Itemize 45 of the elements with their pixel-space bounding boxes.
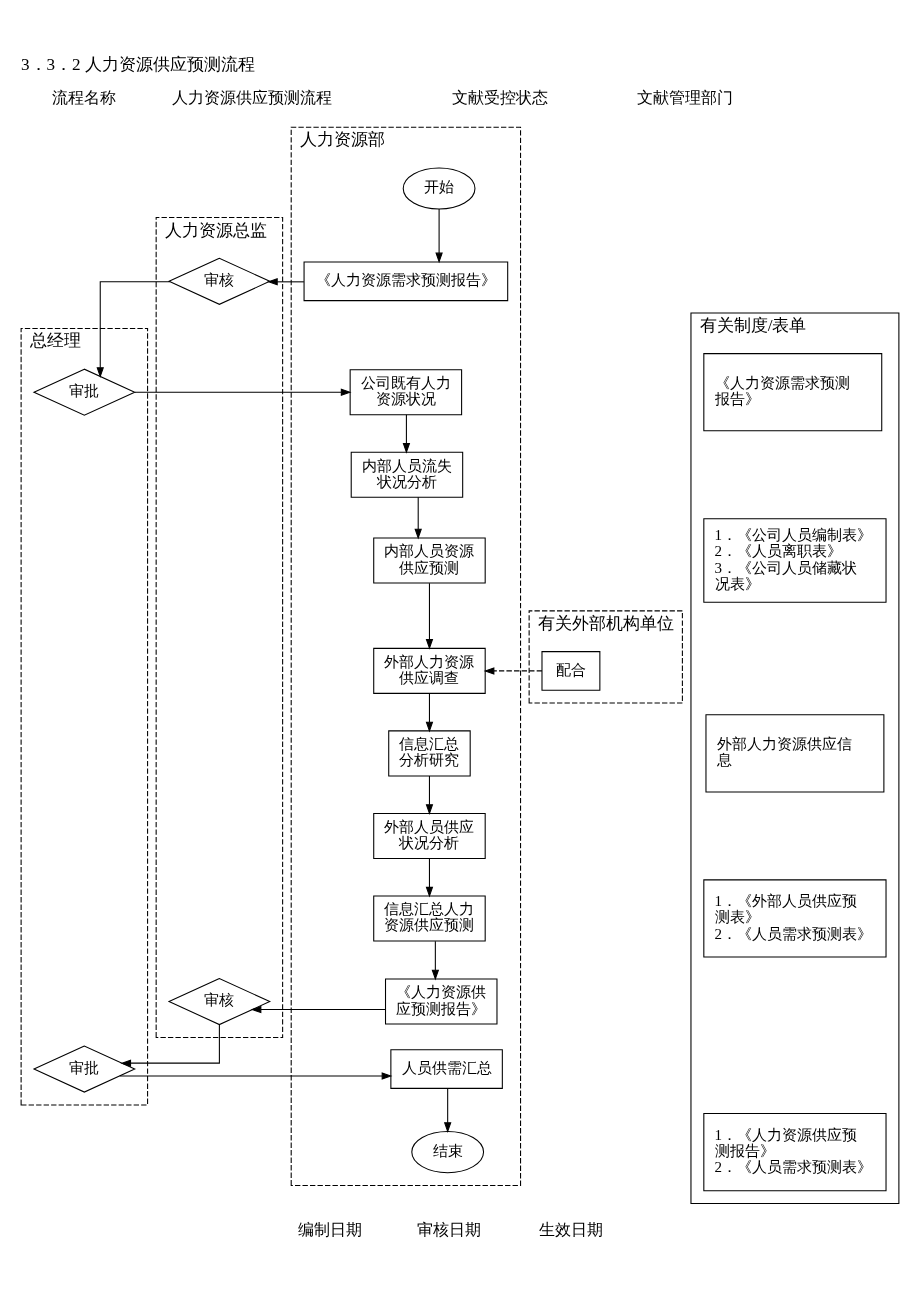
- diagram-title: 3．3．2 人力资源供应预测流程: [20, 54, 255, 74]
- node-ellipse: 开始: [402, 166, 476, 210]
- arrow: [250, 1005, 386, 1013]
- label: 流程名称: [52, 88, 117, 106]
- node-box: 信息汇总分析研究: [388, 729, 471, 776]
- arrow: [414, 496, 422, 539]
- node-box: 内部人员流失状况分析: [350, 451, 464, 498]
- arrow: [443, 1087, 452, 1133]
- arrow: [120, 1023, 220, 1067]
- arrow: [435, 208, 443, 263]
- arrow: [402, 413, 411, 454]
- node-box: 内部人员资源供应预测: [373, 536, 486, 584]
- node-box: 《人力资源需求预测报告》: [703, 352, 883, 431]
- node-ellipse: 结束: [411, 1130, 485, 1173]
- arrow: [425, 774, 434, 815]
- arrow: [96, 280, 171, 378]
- node-box: 1．《外部人员供应预测表》 2．《人员需求预测表》: [703, 878, 887, 958]
- node-diamond: 审核: [167, 257, 272, 305]
- label: 编制日期: [297, 1220, 362, 1238]
- arrow: [431, 940, 440, 980]
- arrow: [425, 582, 434, 650]
- arrow: [119, 1071, 393, 1080]
- node-box: 公司既有人力资源状况: [349, 368, 463, 415]
- node-box: 人员供需汇总: [390, 1048, 503, 1089]
- arrow: [483, 666, 543, 675]
- label: 文献受控状态: [452, 88, 549, 106]
- node-diamond: 审核: [167, 977, 272, 1025]
- node-box: 《人力资源供应预测报告》: [384, 978, 498, 1025]
- node-box: 外部人力资源供应信息: [705, 713, 885, 793]
- arrow: [425, 857, 434, 898]
- node-box: 信息汇总人力资源供应预测: [373, 894, 486, 941]
- label: 人力资源供应预测流程: [171, 88, 332, 106]
- node-box: 《人力资源需求预测报告》: [303, 260, 509, 301]
- node-diamond: 审批: [32, 1044, 136, 1093]
- node-box: 外部人员供应状况分析: [373, 812, 486, 859]
- node-box: 1．《公司人员编制表》 2．《人员离职表》 3．《公司人员储藏状况表》: [703, 517, 887, 603]
- label: 审核日期: [416, 1220, 481, 1238]
- label: 文献管理部门: [636, 88, 733, 106]
- node-box: 配合: [541, 650, 601, 691]
- label: 生效日期: [538, 1220, 603, 1238]
- node-box: 外部人力资源供应调查: [373, 647, 486, 694]
- node-box: 1．《人力资源供应预测报告》 2．《人员需求预测表》: [703, 1112, 887, 1191]
- arrow: [134, 387, 352, 396]
- arrow: [425, 692, 434, 732]
- arrow: [267, 277, 305, 286]
